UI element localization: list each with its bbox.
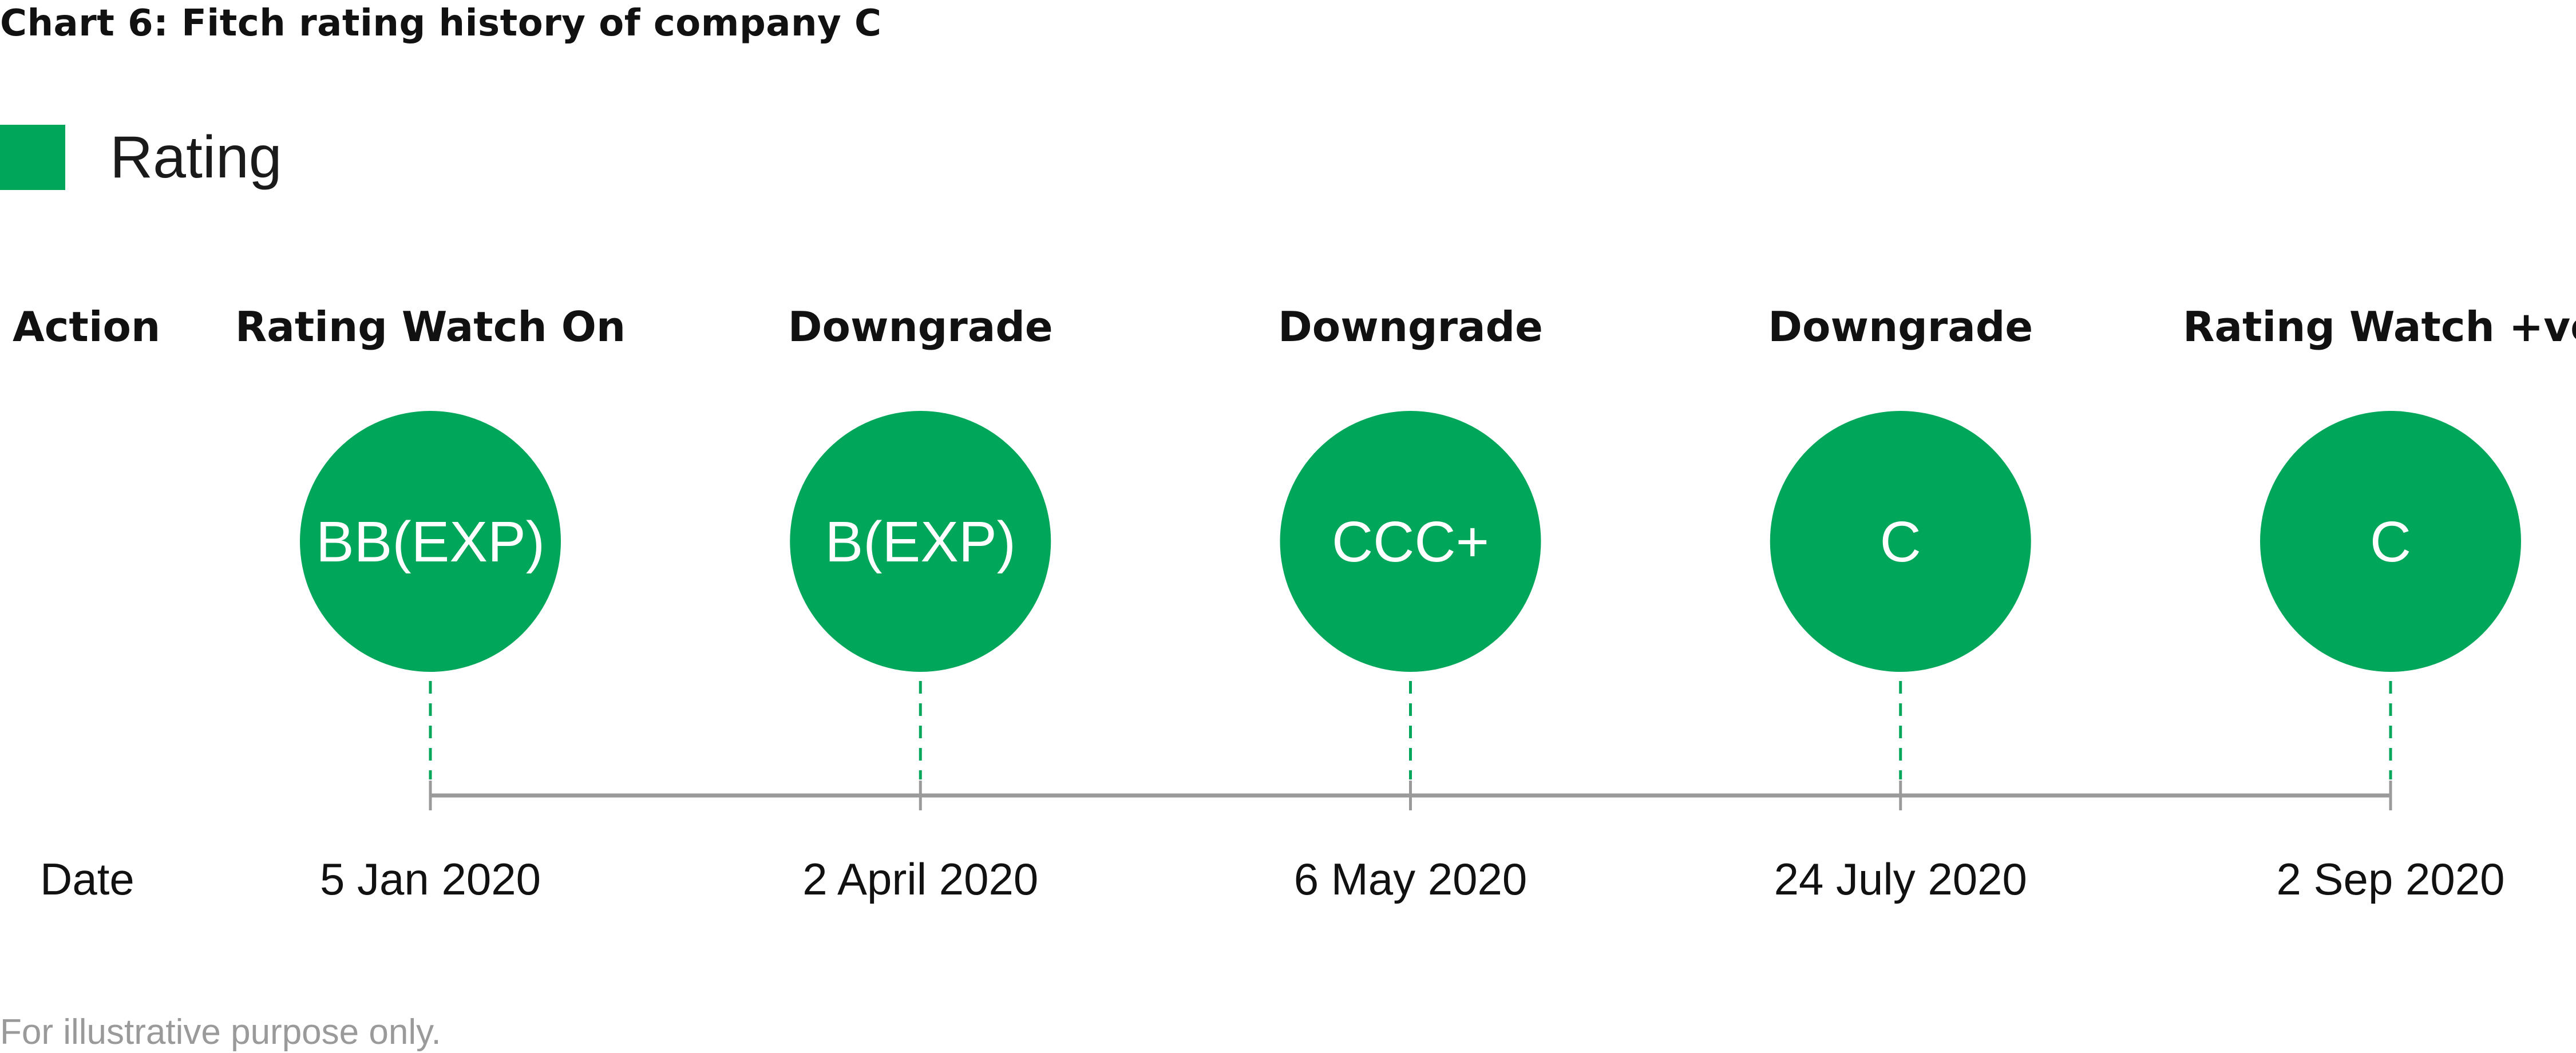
rating-marker — [300, 411, 561, 672]
action-label: Rating Watch On — [235, 303, 626, 351]
action-row-label: Action — [13, 303, 160, 351]
action-label: Downgrade — [1768, 303, 2033, 351]
action-label: Downgrade — [788, 303, 1053, 351]
date-label: 24 July 2020 — [1774, 854, 2027, 904]
chart-title: Chart 6: Fitch rating history of company… — [0, 2, 882, 45]
legend-label: Rating — [110, 124, 282, 191]
action-label: Downgrade — [1278, 303, 1543, 351]
footnote: For illustrative purpose only. — [0, 1012, 441, 1052]
timeline-events-group: Rating Watch On BB(EXP) 5 Jan 2020 Downgrad… — [235, 303, 2576, 904]
rating-label: C — [2370, 510, 2411, 574]
action-label: Rating Watch +ve — [2183, 303, 2576, 351]
rating-marker — [790, 411, 1051, 672]
timeline-axis-group — [429, 781, 2392, 810]
rating-label: BB(EXP) — [316, 510, 545, 574]
rating-marker — [1770, 411, 2031, 672]
rating-label: C — [1880, 510, 1921, 574]
rating-marker — [1280, 411, 1541, 672]
date-label: 2 April 2020 — [802, 854, 1038, 904]
rating-label: B(EXP) — [825, 510, 1016, 574]
rating-label: CCC+ — [1332, 510, 1489, 574]
date-label: 2 Sep 2020 — [2276, 854, 2504, 904]
date-label: 5 Jan 2020 — [320, 854, 541, 904]
legend-swatch — [0, 125, 65, 190]
rating-marker — [2260, 411, 2521, 672]
legend: Rating — [0, 123, 282, 192]
date-row-label: Date — [40, 854, 134, 904]
date-label: 6 May 2020 — [1294, 854, 1528, 904]
